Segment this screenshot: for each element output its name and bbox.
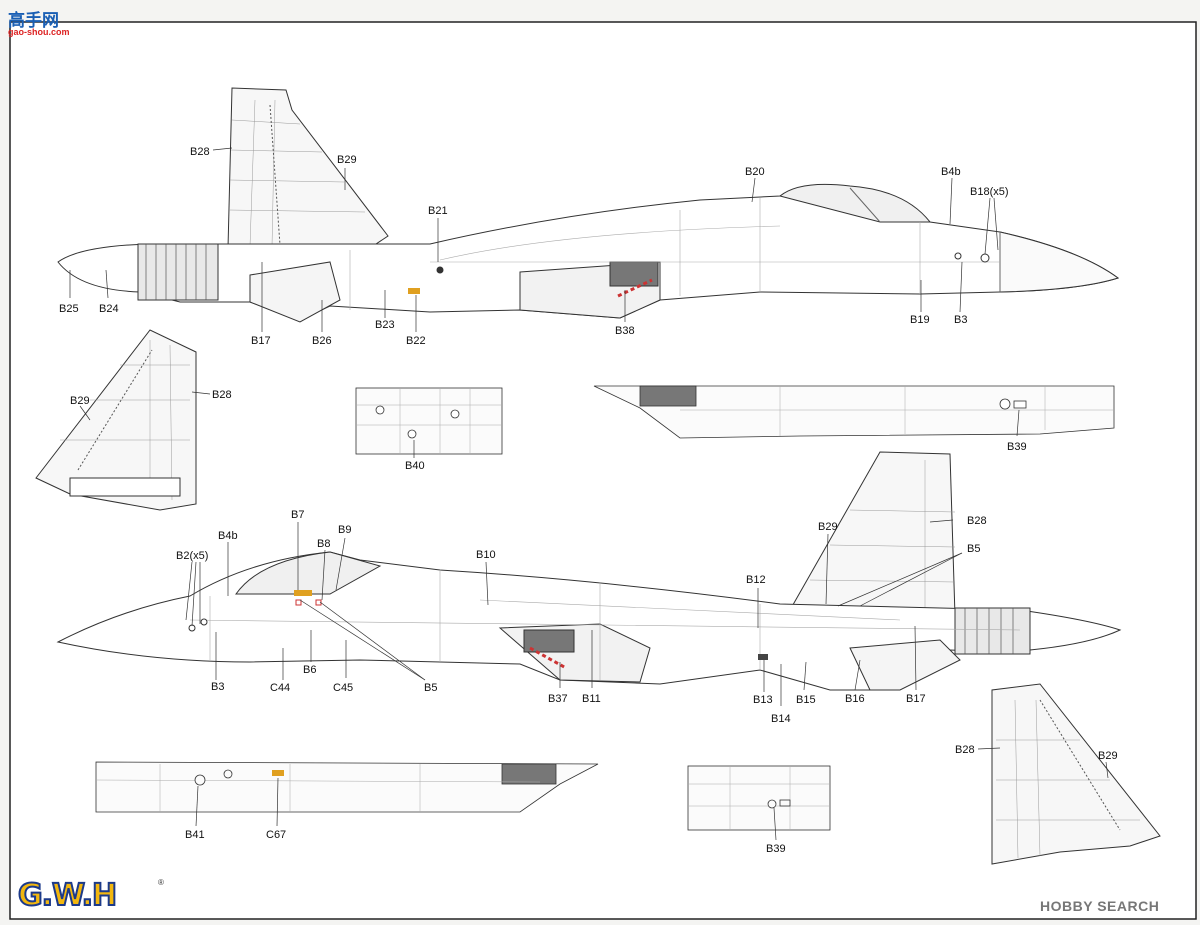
label-b14: B14 — [771, 713, 791, 725]
leader-lines-bottom — [185, 519, 963, 706]
label-b29-fin-left: B29 — [70, 395, 90, 407]
label-b4b-top: B4b — [941, 166, 961, 178]
label-b6: B6 — [303, 664, 317, 676]
label-b25: B25 — [59, 303, 79, 315]
leader-lines-b41 — [195, 777, 279, 827]
leader-lines-fin-left — [79, 391, 211, 421]
label-b12: B12 — [746, 574, 766, 586]
label-b2: B2(x5) — [176, 550, 209, 562]
label-b28-fin-right: B28 — [955, 744, 975, 756]
gwh-logo: G.W.H ® — [17, 877, 164, 918]
site-watermark: 高手网 gao-shou.com — [6, 6, 70, 40]
label-b29-bottom: B29 — [818, 521, 838, 533]
label-b7: B7 — [291, 509, 305, 521]
leader-lines-top — [69, 147, 999, 332]
hobby-search-text: HOBBY SEARCH — [1040, 898, 1160, 914]
label-b22: B22 — [406, 335, 426, 347]
label-b11: B11 — [582, 693, 601, 705]
label-b26: B26 — [312, 335, 332, 347]
label-b5-left: B5 — [424, 682, 438, 694]
site-watermark-title: 高手网 — [8, 11, 59, 31]
label-b15: B15 — [796, 694, 816, 706]
label-b5-right: B5 — [967, 543, 981, 555]
label-b39-top: B39 — [1007, 441, 1027, 453]
leader-b39-bottom — [773, 807, 777, 841]
leader-b39-top — [1016, 409, 1020, 437]
panel-detail-b39-top — [593, 385, 1115, 439]
label-b13: B13 — [753, 694, 773, 706]
aircraft-profile-top — [57, 87, 1120, 323]
label-b29-top: B29 — [337, 154, 357, 166]
label-b20: B20 — [745, 166, 765, 178]
fin-detail-right — [991, 683, 1161, 865]
panel-detail-b39-bottom — [687, 765, 831, 831]
leader-lines-fin-right — [977, 747, 1109, 779]
label-b17-top: B17 — [251, 335, 271, 347]
label-b37: B37 — [548, 693, 568, 705]
label-b18: B18(x5) — [970, 186, 1009, 198]
label-b21: B21 — [428, 205, 448, 217]
registered-mark: ® — [158, 878, 164, 887]
label-c45: C45 — [333, 682, 354, 694]
label-b39-bottom: B39 — [766, 843, 786, 855]
label-b16: B16 — [845, 693, 865, 705]
hobby-search-credit: HOBBY SEARCH — [1040, 898, 1159, 914]
label-b17-bottom: B17 — [906, 693, 926, 705]
label-b10: B10 — [476, 549, 496, 561]
panel-detail-b41 — [95, 761, 599, 813]
fin-detail-left — [35, 329, 197, 511]
panel-detail-b40 — [355, 387, 503, 455]
label-c44: C44 — [270, 682, 291, 694]
label-b3-top: B3 — [954, 314, 968, 326]
label-b24: B24 — [99, 303, 119, 315]
aircraft-profile-bottom — [56, 451, 1122, 691]
label-b28-top: B28 — [190, 146, 210, 158]
label-b19: B19 — [910, 314, 930, 326]
label-c67: C67 — [266, 829, 287, 841]
label-b38: B38 — [615, 325, 635, 337]
label-b29-fin-right: B29 — [1098, 750, 1118, 762]
label-b40: B40 — [405, 460, 425, 472]
label-b28-fin-left: B28 — [212, 389, 232, 401]
label-b8: B8 — [317, 538, 331, 550]
gwh-logo-text: G.W.H — [17, 877, 118, 914]
label-b3-bottom: B3 — [211, 681, 225, 693]
label-b9: B9 — [338, 524, 352, 536]
label-b41: B41 — [185, 829, 205, 841]
label-b23: B23 — [375, 319, 395, 331]
site-watermark-url: gao-shou.com — [8, 27, 70, 37]
label-b4b-bottom: B4b — [218, 530, 238, 542]
label-b28-bottom: B28 — [967, 515, 987, 527]
